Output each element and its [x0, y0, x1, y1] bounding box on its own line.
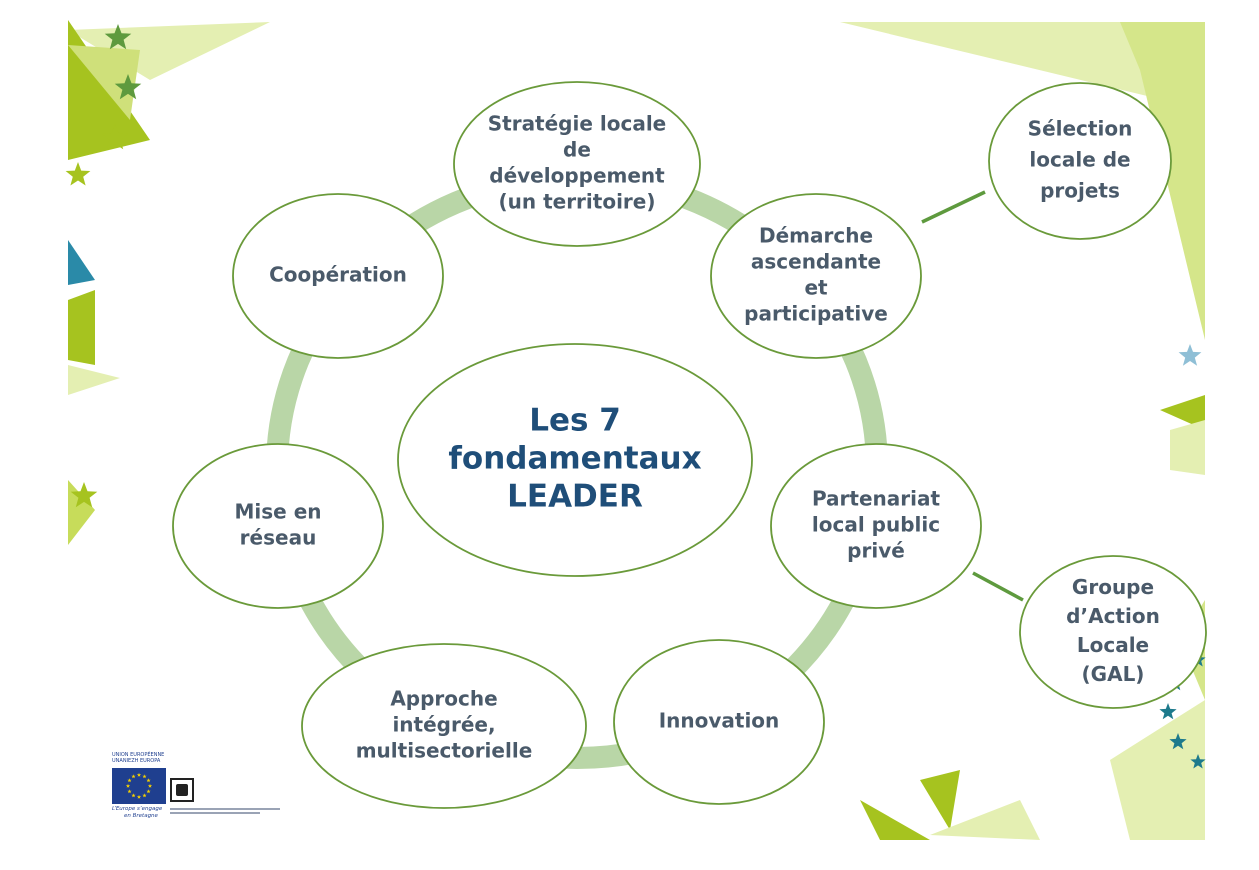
- node-label-line: développement: [489, 164, 665, 188]
- deco-triangle: [68, 480, 95, 545]
- eu-logo-fine-print: [170, 812, 260, 814]
- node-label-line: Innovation: [659, 709, 780, 733]
- deco-triangle: [1160, 395, 1205, 430]
- star-icon: [114, 74, 142, 100]
- node-ellipse: [453, 81, 701, 247]
- node-label-line: Approche: [390, 687, 497, 711]
- node-label-line: et: [804, 276, 828, 300]
- node-label-line: (un territoire): [498, 190, 655, 214]
- node-label-line: projets: [1040, 179, 1120, 203]
- node-label-line: Locale: [1077, 633, 1149, 657]
- node-label-line: participative: [744, 302, 888, 326]
- node-ellipse: [770, 443, 982, 609]
- eu-star-icon: [146, 778, 151, 783]
- star-icon: [104, 24, 132, 50]
- eu-logo-fine-print: [170, 808, 280, 810]
- node-label-line: intégrée,: [392, 713, 495, 737]
- node-ellipse: [172, 443, 384, 609]
- eu-star-icon: [142, 774, 147, 779]
- eu-star-icon: [147, 783, 153, 788]
- node-label-line: de: [563, 138, 591, 162]
- eu-logo-bottom-text-1: L’Europe s’engage: [112, 806, 163, 812]
- deco-triangle: [1120, 22, 1205, 340]
- eu-star-icon: [125, 783, 131, 788]
- deco-triangle: [1110, 700, 1205, 840]
- node-label-line: ascendante: [751, 250, 881, 274]
- eu-logo: UNION EUROPÉENNE UNANIEZH EUROPA L’Europ…: [112, 752, 282, 822]
- deco-triangle: [860, 800, 930, 840]
- node-ellipse: [232, 193, 444, 359]
- deco-triangle: [68, 290, 95, 365]
- eu-star-icon: [146, 789, 151, 794]
- eu-star-icon: [131, 793, 136, 798]
- star-icon: [65, 162, 91, 186]
- eu-star-icon: [142, 793, 147, 798]
- node-label-line: d’Action: [1066, 604, 1160, 628]
- star-icon: [1159, 703, 1177, 720]
- node-cooperation: Coopération: [232, 193, 444, 359]
- eu-logo-bottom-text-2: en Bretagne: [124, 813, 158, 819]
- node-label-line: Partenariat: [812, 487, 941, 511]
- eu-star-icon: [131, 774, 136, 779]
- eu-star-icon: [136, 772, 142, 777]
- eu-flag: [112, 768, 166, 804]
- node-label-line: multisectorielle: [356, 739, 533, 763]
- node-label-line: Stratégie locale: [488, 112, 667, 136]
- deco-triangle: [68, 45, 140, 120]
- node-label-line: Groupe: [1072, 575, 1154, 599]
- node-label-line: Démarche: [759, 224, 873, 248]
- breton-emblem: [170, 778, 194, 802]
- node-label-line: locale de: [1029, 148, 1130, 172]
- star-icon: [70, 482, 98, 508]
- node-ellipse: [613, 639, 825, 805]
- deco-triangle: [1170, 420, 1205, 475]
- node-innovation: Innovation: [613, 639, 825, 805]
- deco-triangle: [68, 240, 95, 285]
- node-ellipse: [397, 343, 753, 577]
- eu-stars-icon: [125, 772, 153, 799]
- node-label-line: (GAL): [1082, 662, 1145, 686]
- node-label-line: privé: [847, 539, 905, 563]
- star-icon: [1190, 754, 1206, 769]
- star-icon: [101, 124, 129, 150]
- connector-line: [921, 190, 986, 224]
- node-label-line: réseau: [240, 526, 317, 550]
- node-ellipse: [1019, 555, 1207, 709]
- eu-star-icon: [127, 778, 132, 783]
- deco-triangle: [68, 365, 120, 395]
- node-label-line: Coopération: [269, 263, 407, 287]
- node-label-line: Mise en: [235, 500, 322, 524]
- eu-logo-top-text: UNION EUROPÉENNE UNANIEZH EUROPA: [112, 752, 165, 764]
- deco-triangle: [930, 800, 1040, 840]
- node-label-line: local public: [812, 513, 940, 537]
- eu-star-icon: [136, 794, 142, 799]
- node-label-line: LEADER: [507, 479, 643, 515]
- star-icon: [1178, 344, 1202, 366]
- star-icon: [1169, 733, 1187, 750]
- node-ellipse: [988, 82, 1172, 240]
- node-ellipse: [301, 643, 587, 809]
- node-label-line: Les 7: [529, 403, 621, 439]
- node-selection: Sélection locale de projets: [988, 82, 1172, 240]
- node-label-line: Sélection: [1028, 117, 1133, 141]
- node-ellipse: [710, 193, 922, 359]
- eu-star-icon: [127, 789, 132, 794]
- deco-triangle: [920, 770, 960, 830]
- connector-line: [972, 571, 1024, 602]
- node-label-line: fondamentaux: [448, 441, 701, 477]
